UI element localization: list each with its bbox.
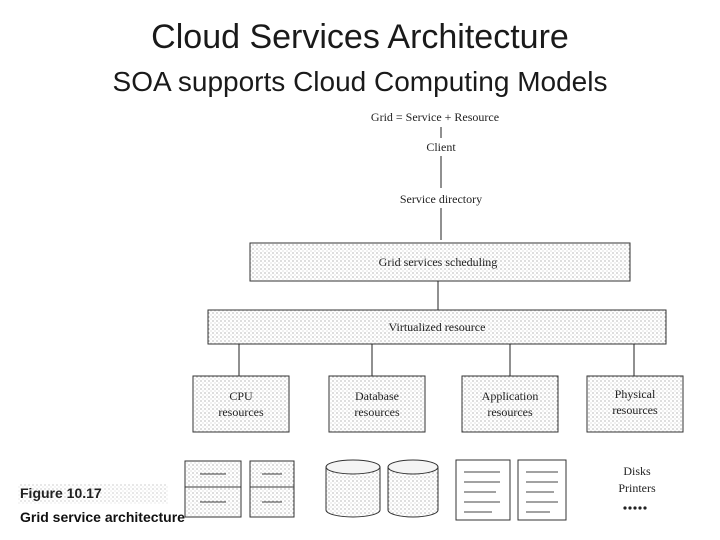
database-cylinder-icon: [387, 459, 439, 518]
figure-label: Figure 10.17: [20, 485, 102, 501]
database-cylinder-icon: [325, 459, 381, 518]
document-icon: [517, 459, 567, 521]
application-resources-box: Application resources: [461, 375, 559, 433]
physical-resources-box: Physical resources: [586, 375, 684, 433]
ellipsis-dots-icon: [623, 506, 647, 510]
page-subtitle: SOA supports Cloud Computing Models: [112, 66, 608, 97]
grid-scheduling-bar: [249, 242, 631, 282]
grid-scheduling-label: Grid services scheduling: [379, 255, 498, 269]
database-resources-line2: resources: [354, 405, 400, 419]
printers-label: Printers: [618, 481, 656, 495]
physical-resources-line2: resources: [612, 403, 658, 417]
server-icon: [184, 460, 242, 518]
disks-label: Disks: [623, 464, 651, 478]
virtualized-resource-bar: [207, 309, 667, 345]
application-resources-line2: resources: [487, 405, 533, 419]
cpu-resources-line2: resources: [218, 405, 264, 419]
cpu-resources-box: CPU resources: [192, 375, 290, 433]
figure-caption: Grid service architecture: [20, 509, 185, 525]
figure-label-background: [18, 484, 168, 504]
service-directory-label: Service directory: [400, 192, 482, 206]
server-icon: [249, 460, 295, 518]
database-resources-box: Database resources: [328, 375, 426, 433]
page-title: Cloud Services Architecture: [151, 18, 569, 56]
client-label: Client: [426, 140, 456, 154]
document-icon: [455, 459, 511, 521]
cpu-resources-line1: CPU: [229, 389, 253, 403]
database-resources-line1: Database: [355, 389, 399, 403]
physical-resources-line1: Physical: [615, 387, 656, 401]
virtualized-resource-label: Virtualized resource: [389, 320, 486, 334]
application-resources-line1: Application: [482, 389, 539, 403]
grid-equation: Grid = Service + Resource: [371, 110, 499, 124]
